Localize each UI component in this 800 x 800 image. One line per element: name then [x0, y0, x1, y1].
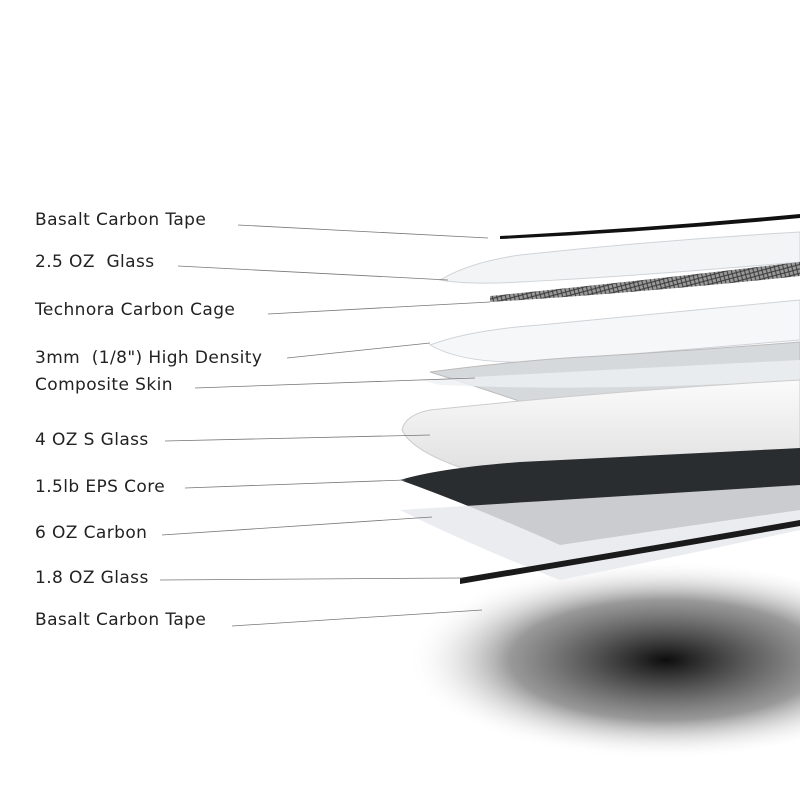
leader-line [267, 301, 491, 315]
leader-line [237, 224, 489, 239]
leader-line [184, 479, 406, 489]
label-4oz-s-glass: 4 OZ S Glass [35, 430, 149, 450]
label-6oz-carbon: 6 OZ Carbon [35, 523, 148, 543]
leader-line [164, 434, 431, 442]
leader-line [177, 265, 449, 281]
label-composite-skin-line1: 3mm (1/8") High Density [35, 348, 263, 368]
layer-technora-cage [490, 262, 800, 302]
layer-18oz-glass [400, 485, 800, 580]
label-technora-carbon-cage: Technora Carbon Cage [35, 300, 236, 320]
label-2-5oz-glass: 2.5 OZ Glass [35, 252, 155, 272]
layer-glass-25 [438, 231, 800, 284]
layer-basalt-bottom [460, 520, 800, 584]
label-basalt-carbon-tape-top: Basalt Carbon Tape [35, 210, 207, 230]
leader-line [161, 516, 433, 536]
leader-line [159, 577, 463, 581]
leader-line [231, 609, 483, 627]
label-composite-skin-line2: Composite Skin [35, 375, 173, 395]
label-1-8oz-glass: 1.8 OZ Glass [35, 568, 149, 588]
leader-lines [159, 224, 491, 627]
layer-basalt-top [500, 214, 800, 239]
label-eps-core: 1.5lb EPS Core [35, 477, 166, 497]
shadow [380, 560, 800, 760]
label-basalt-carbon-tape-bottom: Basalt Carbon Tape [35, 610, 207, 630]
leader-line [194, 377, 476, 389]
layer-4oz-s-glass [420, 360, 800, 388]
leader-line [286, 342, 431, 359]
